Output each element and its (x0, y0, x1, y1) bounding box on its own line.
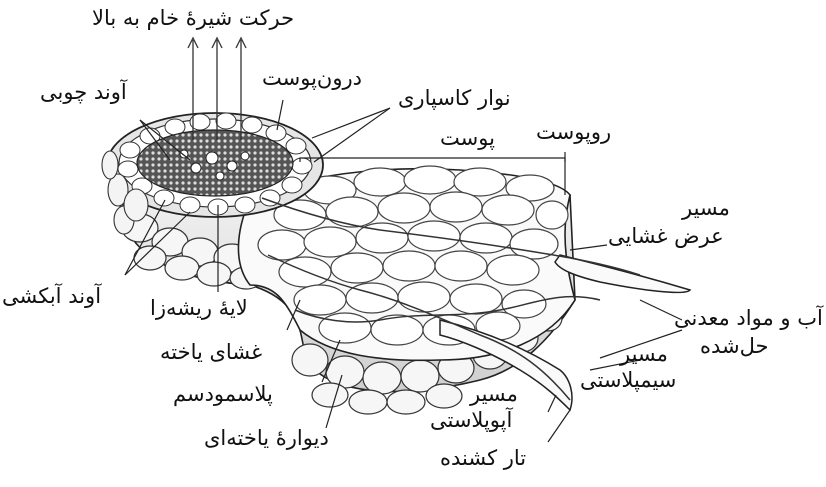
label-apoplast-path-line1: مسیر (470, 382, 518, 406)
label-cell-wall: دیوارهٔ یاخته‌ای (204, 426, 329, 450)
label-pericycle: لایهٔ ریشه‌زا (150, 296, 248, 320)
label-plasmodesma: پلاسمودسم (173, 382, 273, 406)
label-xylem: آوند چوبی (40, 80, 127, 104)
label-epidermis: روپوست (536, 120, 611, 144)
label-root-hair: تار کشنده (440, 446, 526, 470)
label-endodermis: درون‌پوست (262, 66, 362, 90)
label-water-minerals-line1: آب و مواد معدنی (674, 306, 823, 330)
label-water-minerals-line2: حل‌شده (700, 334, 769, 358)
label-cell-membrane: غشای یاخته (160, 340, 262, 364)
label-casparian-strip: نوار کاسپاری (398, 86, 511, 110)
label-symplast-path-line1: مسیر (620, 342, 668, 366)
label-transmembrane-path-line2: عرض غشایی (608, 224, 724, 248)
label-apoplast-path-line2: آپوپلاستی (430, 408, 512, 432)
label-upward-flow: حرکت شیرهٔ خام به بالا (92, 6, 294, 30)
label-cortex: پوست (440, 126, 495, 150)
label-phloem: آوند آبکشی (2, 284, 101, 308)
label-transmembrane-path-line1: مسیر (682, 196, 730, 220)
label-symplast-path-line2: سیمپلاستی (580, 368, 676, 392)
